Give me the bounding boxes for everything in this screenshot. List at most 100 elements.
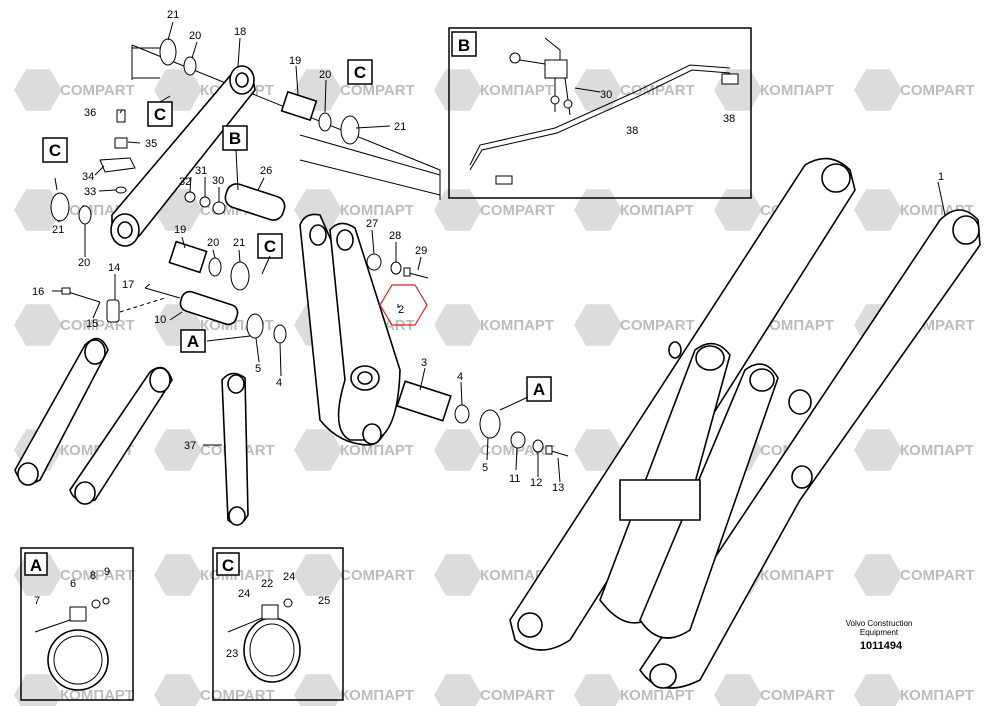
watermark-hexagon-icon <box>154 674 202 706</box>
watermark-hexagon-icon <box>294 429 342 471</box>
part-label-21b: 21 <box>394 121 406 133</box>
watermark-text: КОМПАРТ <box>340 202 414 219</box>
watermark-text: COMPART <box>200 687 275 704</box>
boom-assembly <box>509 157 981 689</box>
watermark-text: COMPART <box>340 82 415 99</box>
part-label-13: 13 <box>552 482 564 494</box>
watermark-hexagon-icon <box>434 189 482 231</box>
watermark-tile: COMPART <box>854 69 975 111</box>
part-label-37: 37 <box>184 440 196 452</box>
watermark-text: КОМПАРТ <box>760 317 834 334</box>
detail-box-a: A 7 6 8 9 <box>20 547 134 701</box>
part-label-21a: 21 <box>167 9 179 21</box>
part-label-24b: 24 <box>283 571 295 583</box>
watermark-text: КОМПАРТ <box>480 82 554 99</box>
watermark-hexagon-icon <box>434 69 482 111</box>
part-labels: 21 20 18 19 20 21 36 35 34 33 32 31 30 2… <box>32 9 944 494</box>
part-label-30: 30 <box>600 89 612 101</box>
part-label-4a: 4 <box>276 377 282 389</box>
part-label-5a: 5 <box>255 363 261 375</box>
watermark-text: COMPART <box>60 82 135 99</box>
watermark-tile: КОМПАРТ <box>434 69 554 111</box>
callout-a-2: A <box>533 380 545 399</box>
watermark-hexagon-icon <box>434 674 482 706</box>
watermark-tile: КОМПАРТ <box>154 554 274 596</box>
part-label-12: 12 <box>530 477 542 489</box>
watermark-hexagon-icon <box>14 304 62 346</box>
watermark-text: COMPART <box>900 82 975 99</box>
watermark-hexagon-icon <box>574 429 622 471</box>
watermark-hexagon-icon <box>434 429 482 471</box>
watermark-hexagon-icon <box>434 304 482 346</box>
watermark-text: COMPART <box>760 687 835 704</box>
part-label-8: 8 <box>90 570 96 582</box>
valve-block <box>544 59 568 79</box>
leader-lines <box>52 21 946 483</box>
watermark-text: КОМПАРТ <box>620 687 694 704</box>
part-label-14: 14 <box>108 262 120 274</box>
upper-link-assembly <box>110 44 441 247</box>
part-label-28: 28 <box>389 230 401 242</box>
watermark-tile: КОМПАРТ <box>434 304 554 346</box>
watermark-hexagon-icon <box>14 69 62 111</box>
watermark-text: COMPART <box>480 202 555 219</box>
callout-c-3: C <box>49 141 61 160</box>
watermark-hexagon-icon <box>854 554 902 596</box>
part-label-20c: 20 <box>78 257 90 269</box>
part-label-3: 3 <box>421 357 427 369</box>
part-label-29: 29 <box>415 245 427 257</box>
watermark-text: COMPART <box>620 82 695 99</box>
watermark-text: КОМПАРТ <box>760 82 834 99</box>
watermark-tile: COMPART <box>154 429 275 471</box>
watermark-hexagon-icon <box>14 189 62 231</box>
part-label-10: 10 <box>154 314 166 326</box>
watermark-hexagon-icon <box>154 554 202 596</box>
part-label-34: 34 <box>82 171 94 183</box>
hexagon-marker <box>379 284 428 326</box>
watermark-text: КОМПАРТ <box>620 202 694 219</box>
part-label-27: 27 <box>366 218 378 230</box>
part-label-17: 17 <box>122 279 134 291</box>
watermark-text: COMPART <box>480 687 555 704</box>
watermark-hexagon-icon <box>574 69 622 111</box>
detail-box-c: C 24 22 24 25 23 <box>212 547 344 701</box>
watermark-tile: COMPART <box>574 304 695 346</box>
callout-c-1: C <box>154 105 166 124</box>
brand-line-1: Volvo Construction <box>846 619 913 628</box>
part-label-23: 23 <box>226 648 238 660</box>
part-label-1: 1 <box>938 171 944 183</box>
watermark-hexagon-icon <box>14 674 62 706</box>
watermark-hexagon-icon <box>154 69 202 111</box>
watermark-text: COMPART <box>900 567 975 584</box>
watermark-text: КОМПАРТ <box>340 442 414 459</box>
detail-box-b: B 30 38 38 <box>448 27 752 199</box>
part-label-20b: 20 <box>319 69 331 81</box>
part-label-35: 35 <box>145 138 157 150</box>
watermark-hexagon-icon <box>574 189 622 231</box>
watermark-hexagon-icon <box>154 429 202 471</box>
part-label-6: 6 <box>70 578 76 590</box>
watermark-tile: COMPART <box>574 69 695 111</box>
part-label-19a: 19 <box>289 55 301 67</box>
watermark-hexagon-icon <box>574 674 622 706</box>
watermark-tile: COMPART <box>294 554 415 596</box>
part-label-15: 15 <box>86 318 98 330</box>
watermark-hexagon-icon <box>294 674 342 706</box>
link-37 <box>221 372 249 525</box>
part-label-21d: 21 <box>233 237 245 249</box>
watermark-tile: COMPART <box>434 189 555 231</box>
part-label-26: 26 <box>260 165 272 177</box>
detail-b-label: B <box>458 36 470 55</box>
part-label-9: 9 <box>104 566 110 578</box>
watermark-text: КОМПАРТ <box>900 687 974 704</box>
drawing-id: 1011494 <box>860 640 903 652</box>
detail-a-label: A <box>30 556 42 575</box>
side-links <box>14 337 249 526</box>
watermark-tile: КОМПАРТ <box>294 429 414 471</box>
watermark-hexagon-icon <box>294 554 342 596</box>
watermark-text: КОМПАРТ <box>480 317 554 334</box>
watermark-text: COMPART <box>620 317 695 334</box>
part-label-7: 7 <box>34 595 40 607</box>
watermark-hexagon-icon <box>574 304 622 346</box>
